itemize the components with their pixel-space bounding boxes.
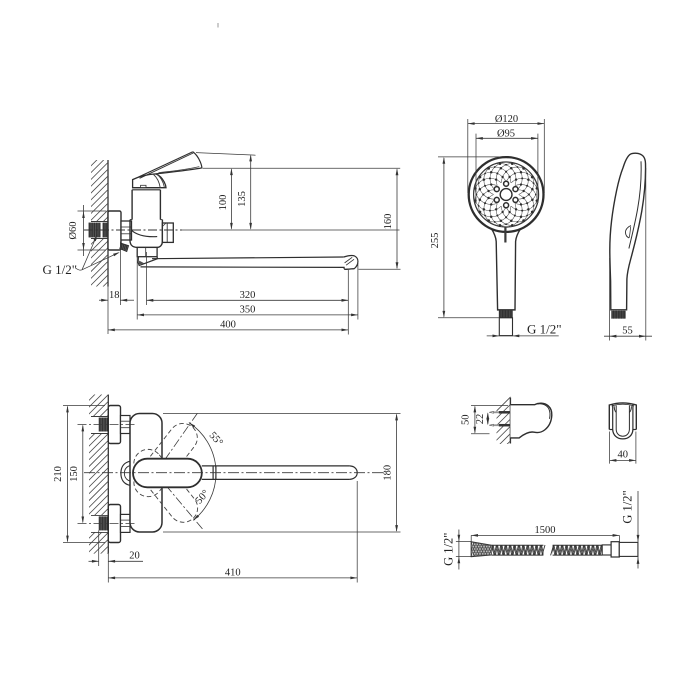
svg-text:20: 20: [129, 550, 140, 561]
svg-text:410: 410: [225, 568, 241, 579]
svg-text:160: 160: [383, 214, 394, 230]
svg-text:50: 50: [461, 415, 472, 426]
svg-text:Ø120: Ø120: [495, 114, 518, 125]
svg-text:210: 210: [53, 466, 64, 482]
svg-text:350: 350: [240, 305, 256, 316]
svg-text:Ø95: Ø95: [497, 129, 515, 140]
svg-text:255: 255: [430, 233, 441, 249]
svg-text:100: 100: [218, 195, 229, 211]
svg-text:22: 22: [475, 414, 486, 425]
svg-text:18: 18: [109, 290, 120, 301]
svg-text:40: 40: [618, 449, 629, 460]
svg-text:Ø60: Ø60: [68, 221, 79, 239]
svg-text:400: 400: [220, 320, 236, 331]
svg-text:G 1/2": G 1/2": [621, 490, 635, 523]
svg-text:180: 180: [383, 465, 394, 481]
svg-text:1500: 1500: [535, 525, 556, 536]
svg-text:135: 135: [237, 191, 248, 207]
svg-text:320: 320: [240, 290, 256, 301]
svg-text:G 1/2": G 1/2": [442, 533, 456, 566]
svg-text:G 1/2": G 1/2": [527, 321, 562, 336]
svg-text:150: 150: [69, 466, 80, 482]
svg-text:G 1/2": G 1/2": [43, 262, 78, 277]
svg-text:55: 55: [622, 326, 633, 337]
